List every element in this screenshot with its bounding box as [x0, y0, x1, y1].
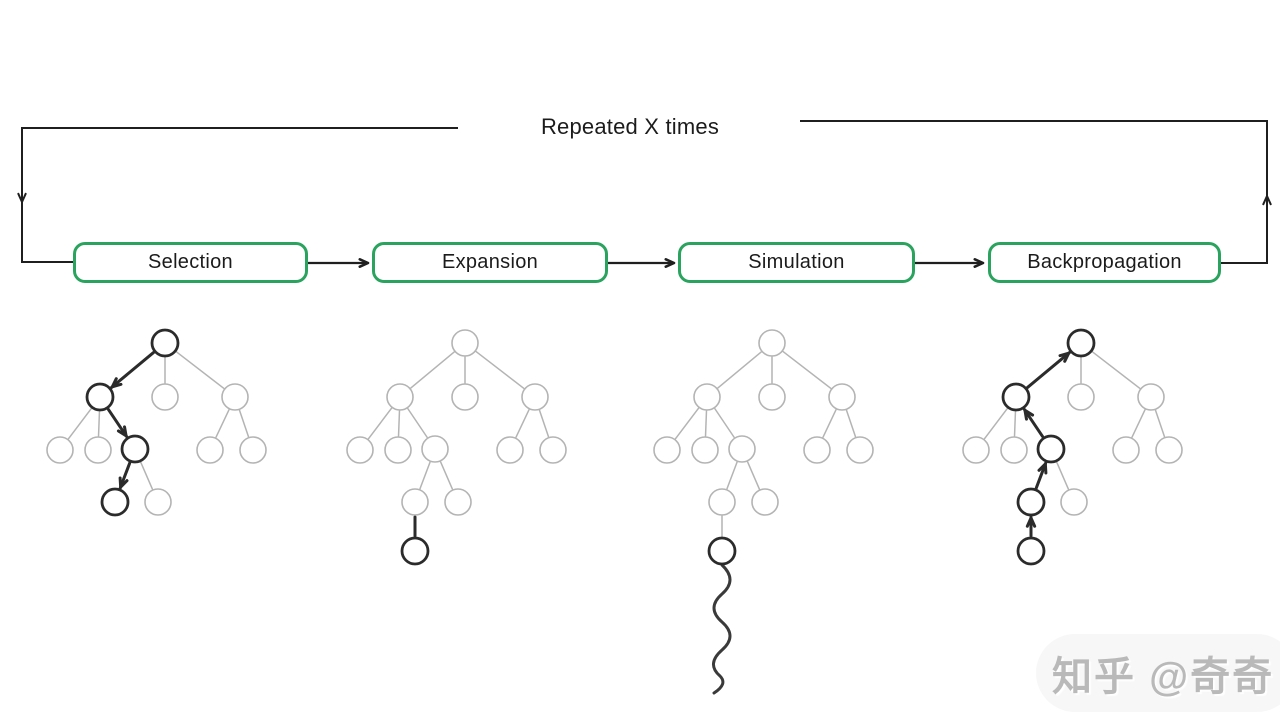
tree-node-new-highlighted: [707, 536, 737, 566]
tree-simulation: [653, 329, 874, 695]
tree-node-g1: [346, 436, 374, 464]
tree-node-g5: [846, 436, 874, 464]
tree-node-c1: [386, 383, 414, 411]
tree-node-h2: [1060, 488, 1088, 516]
tree-node-h2: [444, 488, 472, 516]
tree-node-c1-highlighted: [85, 382, 115, 412]
tree-node-g2: [84, 436, 112, 464]
phase-box-simulation: Simulation: [678, 242, 915, 283]
tree-expansion: [346, 329, 567, 566]
tree-node-h2: [144, 488, 172, 516]
tree-node-g2: [1000, 436, 1028, 464]
tree-node-c3: [221, 383, 249, 411]
tree-node-c2: [1067, 383, 1095, 411]
phase-box-expansion: Expansion: [372, 242, 608, 283]
tree-node-h1: [401, 488, 429, 516]
tree-node-c3: [828, 383, 856, 411]
phase-label: Expansion: [441, 251, 539, 273]
tree-node-g4: [496, 436, 524, 464]
tree-node-g5: [1155, 436, 1183, 464]
tree-node-c1: [693, 383, 721, 411]
tree-backpropagation: [962, 328, 1183, 566]
phase-box-selection: Selection: [73, 242, 308, 283]
tree-node-g4: [1112, 436, 1140, 464]
tree-node-root: [451, 329, 479, 357]
tree-node-h1-highlighted: [1016, 487, 1046, 517]
tree-node-c2: [451, 383, 479, 411]
tree-node-root-highlighted: [1066, 328, 1096, 358]
tree-node-g1: [46, 436, 74, 464]
tree-node-root-highlighted: [150, 328, 180, 358]
phase-label: Backpropagation: [1027, 251, 1182, 273]
tree-node-new-highlighted: [1016, 536, 1046, 566]
phase-box-backpropagation: Backpropagation: [988, 242, 1221, 283]
tree-node-c3: [521, 383, 549, 411]
tree-node-g2: [384, 436, 412, 464]
tree-node-new-highlighted: [400, 536, 430, 566]
tree-node-h1: [708, 488, 736, 516]
tree-node-h2: [751, 488, 779, 516]
tree-node-g3-highlighted: [1036, 434, 1066, 464]
tree-node-g5: [239, 436, 267, 464]
tree-node-g3-highlighted: [120, 434, 150, 464]
tree-node-c3: [1137, 383, 1165, 411]
simulation-rollout-squiggle: [712, 563, 732, 695]
tree-node-h1-highlighted: [100, 487, 130, 517]
tree-selection: [46, 328, 267, 517]
watermark: 知乎 @奇奇: [1036, 634, 1280, 712]
tree-node-c2: [758, 383, 786, 411]
tree-node-c1-highlighted: [1001, 382, 1031, 412]
tree-node-g1: [962, 436, 990, 464]
tree-node-g1: [653, 436, 681, 464]
tree-node-g2: [691, 436, 719, 464]
phase-label: Simulation: [748, 251, 845, 273]
watermark-text: 知乎 @奇奇: [1052, 655, 1275, 699]
repeat-label: Repeated X times: [540, 114, 720, 139]
tree-node-g4: [196, 436, 224, 464]
tree-node-g3: [421, 435, 449, 463]
phase-label: Selection: [148, 251, 233, 273]
tree-node-g4: [803, 436, 831, 464]
tree-node-root: [758, 329, 786, 357]
tree-node-g5: [539, 436, 567, 464]
tree-node-g3: [728, 435, 756, 463]
tree-node-c2: [151, 383, 179, 411]
